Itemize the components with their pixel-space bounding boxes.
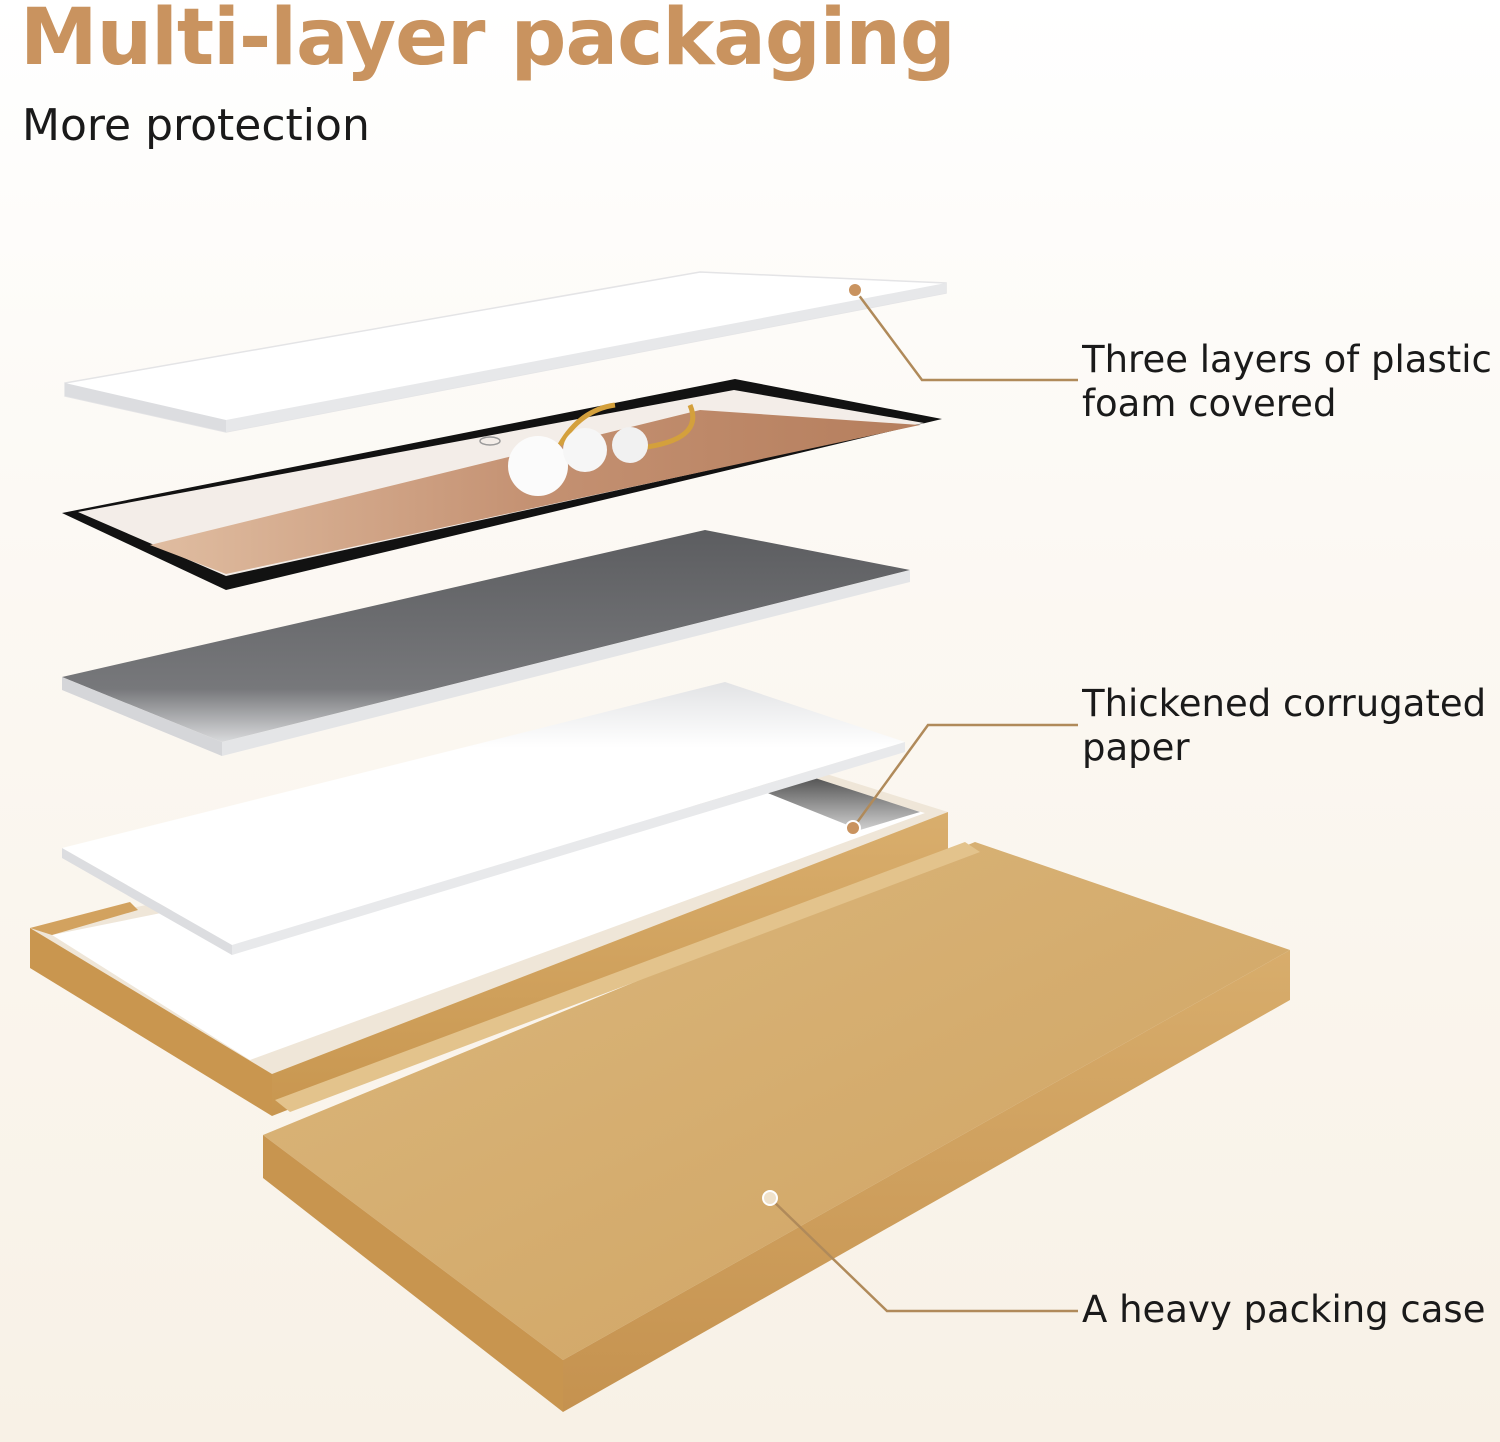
callout-foam-layers: Three layers of plastic foam covered [1082,338,1500,426]
leader-line-foam [853,289,1078,382]
page-title: Multi-layer packaging [20,0,956,83]
top-foam-layer [64,271,947,433]
callout-corrugated-line-2: paper [1082,726,1190,769]
callout-foam-line-2: foam covered [1082,382,1337,425]
leader-line-corrugated [851,723,1078,829]
kraft-lid [263,842,1290,1412]
leader-lines [769,289,1078,1313]
white-foam-layer [62,682,905,955]
leader-line-case [769,1197,1078,1313]
callout-corrugated-paper: Thickened corrugated paper [1082,682,1500,770]
callout-foam-line-1: Three layers of plastic [1082,338,1492,381]
callout-packing-case: A heavy packing case [1082,1288,1500,1332]
callout-case-line-1: A heavy packing case [1082,1288,1486,1331]
page-subtitle: More protection [22,100,370,151]
callout-corrugated-line-1: Thickened corrugated [1082,682,1487,725]
gray-foam-layer [62,530,910,756]
leader-dot-corrugated [845,820,861,836]
mirror-layer [62,379,942,590]
leader-dot-foam [847,282,863,298]
leader-dots [762,282,863,1206]
pearl-lamp-reflection-icon [479,402,696,496]
leader-dot-case [762,1190,778,1206]
